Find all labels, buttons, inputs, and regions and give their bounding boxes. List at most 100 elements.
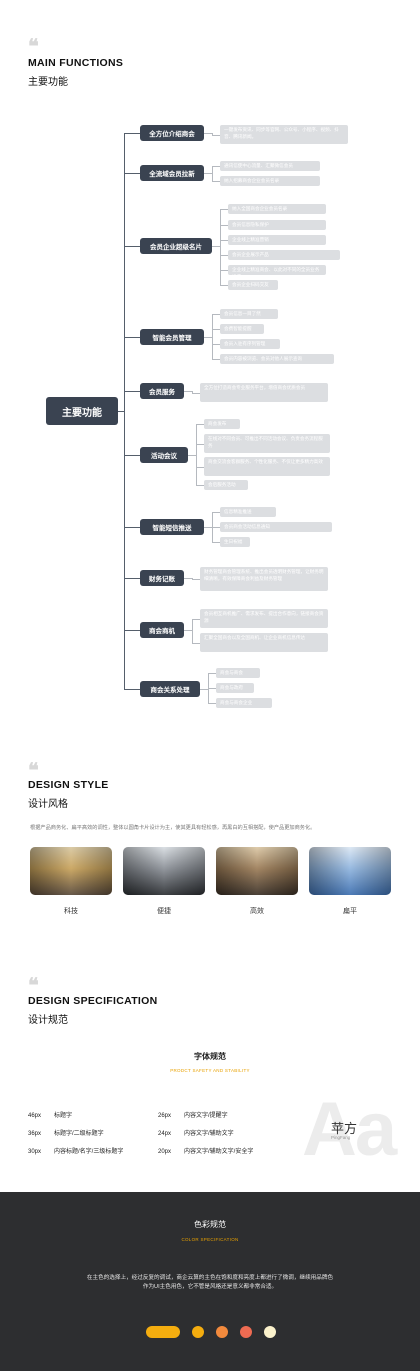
branch-link — [124, 527, 140, 528]
font-spec-subtitle: PRODCT SAFETY AND STABILITY — [170, 1068, 250, 1073]
branch-leaf: 会员企业扫码交友 — [228, 280, 278, 290]
branch-leaf: 全方位打造商会专业服务平台，增值商会优质会员 — [200, 383, 328, 402]
branch-node: 活动会议 — [140, 447, 188, 463]
leaf-connector — [220, 270, 228, 271]
branch-leaf: 纳入招募商会企业会员名录 — [220, 176, 320, 186]
branch-leaf: 会员企业展示产品 — [228, 250, 340, 260]
branch-leaf: 财务管理商会管理系统、推出会员透明财务管理，让财务明细清晰，有效保障商会利益及财… — [200, 567, 328, 591]
node-connector — [184, 630, 192, 631]
section-title-en: DESIGN STYLE — [28, 779, 109, 791]
branch-leaf: 会费智能提醒 — [220, 324, 264, 334]
font-spec-title: 字体规范 — [194, 1052, 226, 1061]
branch-leaf: 会员信息隐私保护 — [228, 220, 326, 230]
branch-node: 智能短信推送 — [140, 519, 204, 535]
branch-leaf: 通讯信使中心流量、汇聚微信会员 — [220, 161, 320, 171]
style-photo — [30, 847, 112, 895]
branch-link — [124, 173, 140, 174]
quote-icon: ❝ — [28, 758, 39, 782]
color-swatch — [264, 1326, 276, 1338]
branch-link — [124, 391, 140, 392]
photo-shading — [123, 847, 205, 895]
style-photo — [309, 847, 391, 895]
node-connector — [184, 391, 192, 392]
mind-map-root: 主要功能 — [46, 397, 118, 425]
leaf-bracket — [192, 618, 193, 644]
color-spec-description: 在主色的选择上，经过反复的调试，商企云算的主色在饱和度和亮度上都进行了微调，继续… — [86, 1275, 334, 1290]
node-connector — [204, 337, 212, 338]
branch-leaf: 商会交流会客群服务、个性化服务、不仅让更多精力高效 — [204, 457, 330, 476]
font-sample-aa: Aa — [302, 1087, 397, 1172]
branch-link — [124, 337, 140, 338]
leaf-connector — [196, 443, 204, 445]
leaf-connector — [212, 542, 220, 543]
node-connector — [188, 455, 196, 456]
branch-node: 全流域会员拉新 — [140, 165, 204, 181]
color-swatch — [146, 1326, 180, 1338]
leaf-bracket — [220, 209, 221, 286]
branch-leaf: 企业线上精准营销 — [228, 235, 326, 245]
section-title-cn: 设计规范 — [28, 1015, 68, 1026]
branch-leaf: 纳入全国商会企业会员名录 — [228, 204, 326, 214]
branch-leaf: 会后服务活动 — [204, 480, 248, 490]
branch-leaf: 商会发布 — [204, 419, 240, 429]
node-connector — [204, 133, 212, 134]
branch-leaf: 生日祝福 — [220, 537, 250, 547]
style-description: 根据产品商务化、扁平高效的调性，整体以圆角卡片设计为主，使其更具有轻松感，再黑白… — [30, 825, 316, 831]
color-section — [0, 1192, 420, 1371]
style-photo-label: 扁平 — [343, 908, 357, 915]
font-name-en: PingFang — [331, 1135, 351, 1140]
branch-link — [124, 689, 140, 690]
leaf-connector — [208, 673, 216, 674]
branch-node: 商会商机 — [140, 622, 184, 638]
node-connector — [204, 173, 212, 174]
branch-link — [124, 246, 140, 247]
leaf-connector — [212, 359, 220, 360]
leaf-connector — [192, 618, 200, 620]
photo-shading — [309, 847, 391, 895]
leaf-connector — [220, 209, 228, 210]
branch-node: 会员企业超级名片 — [140, 238, 212, 254]
leaf-connector — [212, 344, 220, 345]
section-title-cn: 主要功能 — [28, 77, 68, 88]
leaf-connector — [196, 424, 204, 425]
photo-shading — [216, 847, 298, 895]
style-photo — [216, 847, 298, 895]
leaf-connector — [196, 466, 204, 468]
color-swatch — [192, 1326, 204, 1338]
branch-link — [124, 578, 140, 579]
leaf-bracket — [212, 166, 213, 182]
branch-leaf: 汇聚全国商会以及全国商机、让企业商机信息传达 — [200, 633, 328, 652]
leaf-connector — [220, 255, 228, 256]
node-connector — [184, 578, 192, 579]
mind-map-trunk — [124, 133, 125, 689]
branch-leaf: 在线对不同会员、可推出不同活动会议、负责会务流程服务 — [204, 434, 330, 453]
style-photo-label: 高效 — [250, 908, 264, 915]
section-title-en: DESIGN SPECIFICATION — [28, 995, 158, 1007]
branch-leaf: 商会与商会 — [216, 668, 260, 678]
branch-link — [124, 455, 140, 456]
branch-leaf: 商会与商会企业 — [216, 698, 272, 708]
branch-leaf: 商会与政府 — [216, 683, 254, 693]
font-name: 苹方 — [331, 1121, 358, 1136]
node-connector — [204, 527, 212, 528]
leaf-connector — [212, 329, 220, 330]
color-swatch — [216, 1326, 228, 1338]
mind-map-root-link — [118, 411, 124, 412]
node-connector — [200, 689, 208, 690]
branch-leaf: 会员入驻有序列管理 — [220, 339, 280, 349]
leaf-connector — [196, 485, 204, 486]
leaf-connector — [220, 285, 228, 286]
section-title-cn: 设计风格 — [28, 799, 68, 810]
branch-link — [124, 133, 140, 134]
node-connector — [212, 246, 220, 247]
leaf-connector — [212, 181, 220, 182]
leaf-connector — [220, 240, 228, 241]
leaf-connector — [220, 225, 228, 226]
leaf-connector — [212, 166, 220, 167]
branch-node: 商会关系处理 — [140, 681, 200, 697]
branch-leaf: 会员商会活动信息通知 — [220, 522, 332, 532]
